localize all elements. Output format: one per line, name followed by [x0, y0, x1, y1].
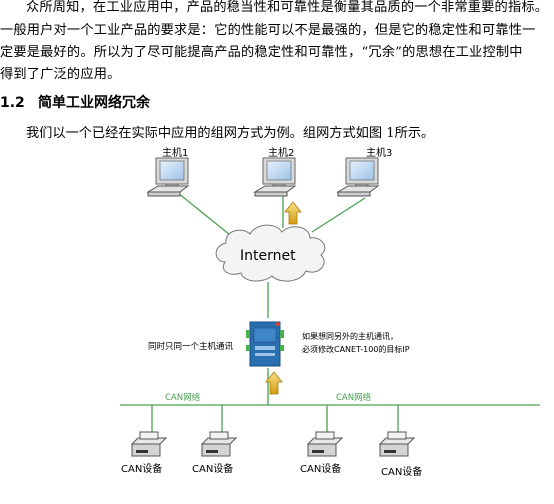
internet-cloud [215, 224, 326, 282]
host-2 [253, 157, 297, 197]
host-3 [336, 157, 380, 197]
host-1 [146, 157, 190, 197]
section-heading: 1.2 简单工业网络冗余 [0, 92, 150, 112]
intro-line-1: 众所周知，在工业应用中，产品的稳当性和可靠性是衡量其品质的一个非常重要的指标。 [26, 0, 549, 15]
intro-line-2: 一般用户对一个工业产品的要求是：它的性能可以不是最强的，但是它的稳定性和可靠性一 [0, 23, 536, 38]
can-device-4 [378, 431, 416, 457]
intro-line-4: 得到了广泛的应用。 [0, 67, 121, 82]
right-note-line-1: 如果想同另外的主机通讯， [302, 331, 398, 341]
can-device-2-label: CAN设备 [192, 462, 233, 475]
canet-device [246, 321, 284, 367]
can-network-label-1: CAN网络 [165, 392, 201, 403]
left-note: 同时只同一个主机通讯 [148, 341, 234, 352]
up-arrow-icon [265, 371, 283, 395]
section-title: 简单工业网络冗余 [38, 95, 150, 111]
intro-line-3: 定要是最好的。所以为了尽可能提高产品的稳定性和可靠性，“冗余”的思想在工业控制中 [0, 45, 523, 60]
can-device-1-label: CAN设备 [121, 462, 162, 475]
host-1-label: 主机1 [162, 146, 188, 159]
can-device-1 [130, 431, 168, 457]
can-device-2 [200, 431, 238, 457]
host-3-label: 主机3 [366, 146, 392, 159]
can-device-3-label: CAN设备 [300, 462, 341, 475]
up-arrow-icon [284, 201, 302, 225]
can-network-label-2: CAN网络 [336, 392, 372, 403]
can-device-4-label: CAN设备 [381, 465, 422, 478]
internet-label: Internet [240, 248, 296, 264]
host-2-label: 主机2 [268, 146, 294, 159]
can-device-3 [306, 431, 344, 457]
section-number: 1.2 [0, 95, 25, 111]
figure-intro: 我们以一个已经在实际中应用的组网方式为例。组网方式如图 1所示。 [26, 126, 435, 141]
right-note-line-2: 必须修改CANET-100的目标IP [302, 344, 410, 354]
